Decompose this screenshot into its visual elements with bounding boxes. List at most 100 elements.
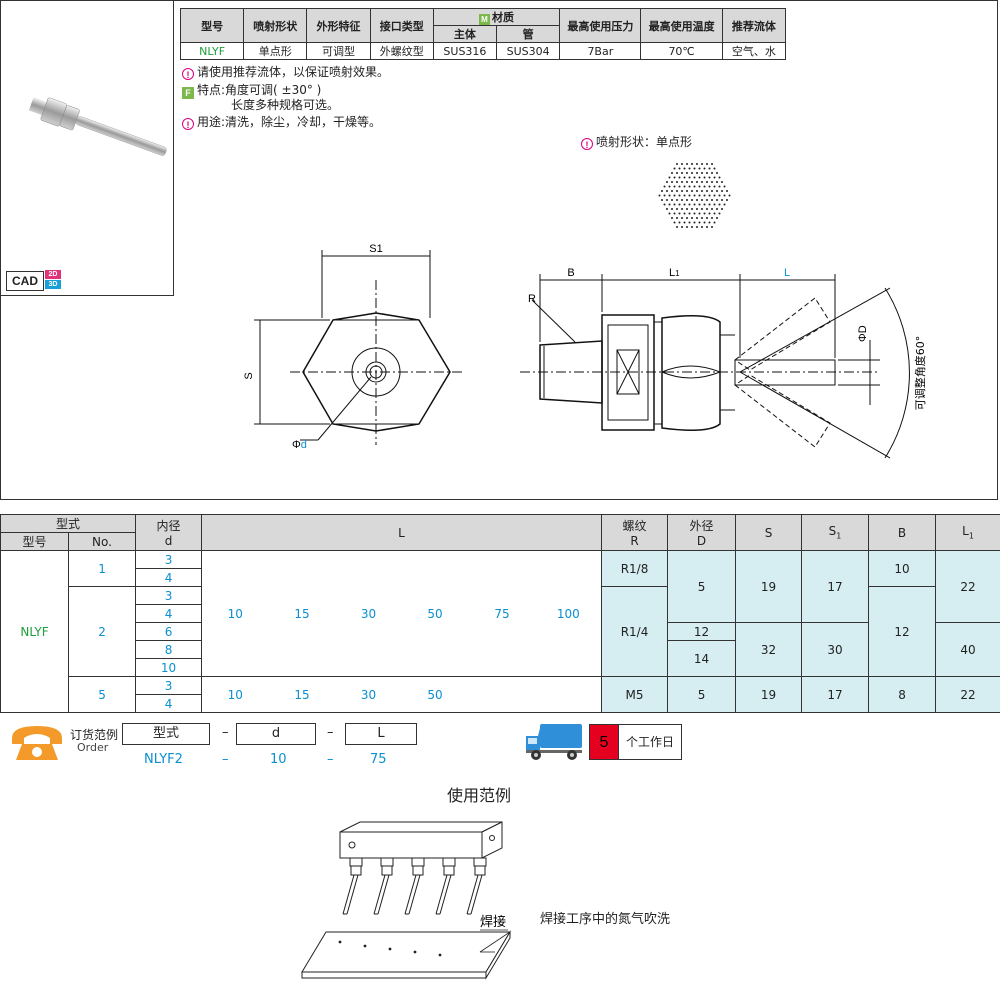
th-model: 型号: [0, 532, 69, 551]
spray-shape-label: !喷射形状：单点形: [581, 134, 692, 150]
cell-L: 30: [335, 550, 402, 677]
top-panel: [0, 0, 998, 500]
spec-h-port: 接口类型: [369, 8, 434, 43]
th-B: B: [868, 514, 937, 551]
warning-icon: !: [182, 118, 194, 130]
cell-d: 10: [135, 658, 203, 677]
cell-D: 5: [667, 550, 737, 623]
cell-S1: 17: [801, 550, 870, 623]
cell-L1: 22: [935, 550, 1000, 623]
warning-icon: !: [182, 68, 194, 80]
th-no: No.: [67, 532, 137, 551]
order-dash: –: [327, 725, 334, 740]
spec-h-shape: 外形特征: [306, 8, 371, 43]
cell-no-1: 1: [67, 550, 137, 587]
cell-L: 75: [468, 550, 536, 677]
order-box-type: 型式: [122, 723, 210, 745]
product-photo: [28, 97, 167, 156]
order-box-L: L: [345, 723, 417, 745]
spec-h-material-label: 材质: [492, 11, 515, 24]
cell-d: 4: [135, 604, 203, 623]
th-L1: L1: [935, 514, 1000, 551]
dim-r: R: [528, 293, 536, 305]
dim-s1: S1: [369, 243, 382, 255]
adjust-angle-label: 可调整角度60°: [913, 336, 927, 411]
dim-phi-D: ΦD: [857, 325, 869, 342]
cell-d: 4: [135, 694, 203, 713]
dim-phid: Φd: [292, 439, 307, 451]
th-L: L: [201, 514, 603, 551]
order-label-en: Order: [77, 741, 109, 754]
usage-title: 使用范例: [446, 786, 511, 805]
cell-L-empty: [535, 676, 602, 713]
spec-shape: 可调型: [306, 42, 371, 60]
order-example-L: 75: [370, 752, 387, 767]
cell-R: M5: [601, 676, 669, 713]
weld-label: 焊接: [480, 914, 506, 930]
note-use: !用途:清洗，除尘，冷却，干燥等。: [182, 114, 381, 130]
spec-h-pipe: 管: [496, 25, 561, 43]
spec-fluid: 空气、水: [721, 42, 787, 60]
cell-L1: 22: [935, 676, 1000, 713]
order-box-d: d: [236, 723, 316, 745]
order-dash: –: [222, 725, 229, 740]
spec-pipe: SUS304: [496, 42, 561, 60]
spec-pressure: 7Bar: [559, 42, 642, 60]
order-dash: –: [327, 752, 334, 767]
cell-d: 3: [135, 550, 203, 569]
th-S1: S1: [801, 514, 870, 551]
note-feature-line2: 长度多种规格可选。: [231, 98, 340, 112]
spec-model: NLYF: [179, 42, 245, 60]
dim-b: B: [567, 267, 574, 279]
cell-no-2: 2: [67, 586, 137, 677]
feature-icon: F: [182, 87, 194, 99]
cell-R: R1/4: [601, 586, 669, 677]
spec-h-fluid: 推荐流体: [721, 8, 787, 43]
cad-3d-badge[interactable]: 3D: [45, 280, 61, 289]
cell-L1: 40: [935, 622, 1000, 677]
order-dash: –: [222, 752, 229, 767]
cell-B: 10: [868, 550, 937, 587]
order-label: 订货范例: [70, 728, 119, 742]
cell-B: 8: [868, 676, 937, 713]
cell-S: 32: [735, 622, 803, 677]
spec-h-spray: 喷射形状: [243, 8, 308, 43]
order-example-type: NLYF2: [144, 752, 183, 767]
cell-L: 50: [401, 550, 469, 677]
dim-s: S: [243, 372, 255, 379]
cell-L: 15: [268, 550, 336, 677]
technical-drawing: S1 S Φd B L1 L R ΦD 可调整角度60°: [243, 243, 927, 459]
cad-2d-badge[interactable]: 2D: [45, 270, 61, 279]
cell-d: 3: [135, 586, 203, 605]
cell-L: 10: [201, 676, 269, 713]
th-type-group: 型式: [0, 514, 137, 533]
cell-d: 4: [135, 568, 203, 587]
spec-temp: 70℃: [640, 42, 723, 60]
cell-d: 6: [135, 622, 203, 641]
cell-d: 3: [135, 676, 203, 695]
cell-L: 100: [535, 550, 602, 677]
phone-icon: [12, 726, 62, 760]
spec-h-pressure: 最高使用压力: [559, 8, 642, 43]
cad-label[interactable]: CAD: [6, 271, 44, 291]
cell-S: 19: [735, 676, 803, 713]
cell-S1: 30: [801, 622, 870, 677]
cell-L-empty: [468, 676, 536, 713]
cell-L: 10: [201, 550, 269, 677]
cell-model: NLYF: [0, 550, 69, 713]
cell-D: 14: [667, 640, 737, 677]
product-photo-box: CAD 2D 3D: [0, 0, 174, 296]
material-m-badge: M: [479, 14, 491, 25]
cell-S1: 17: [801, 676, 870, 713]
spec-spray: 单点形: [243, 42, 308, 60]
usage-illustration: 焊接: [301, 821, 511, 980]
order-example-d: 10: [270, 752, 287, 767]
cell-B: 12: [868, 586, 937, 677]
